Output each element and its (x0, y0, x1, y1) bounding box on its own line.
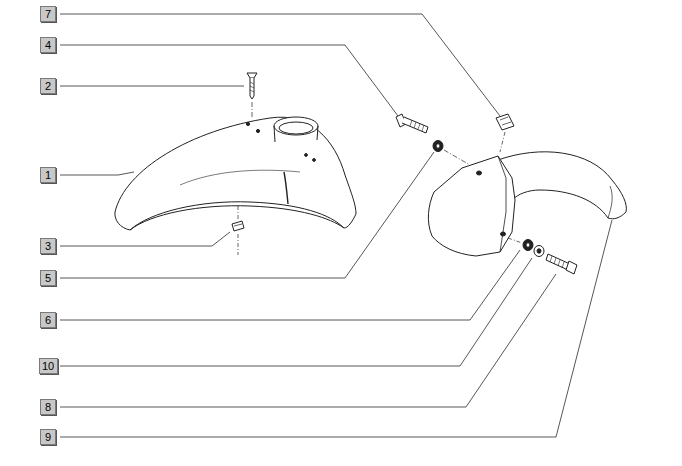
washer (534, 246, 544, 257)
bolt-shank (402, 117, 428, 133)
callout-text: 3 (45, 241, 51, 252)
callout-text: 1 (45, 170, 51, 181)
callout-number: 3 (40, 238, 56, 254)
callout-text: 9 (45, 432, 51, 443)
leader-line (60, 220, 612, 437)
washer (433, 141, 443, 152)
mudguard-bracket (428, 156, 515, 256)
mudguard (428, 152, 626, 256)
callout-text: 5 (45, 273, 51, 284)
screw-head (247, 73, 257, 78)
leader-line (60, 232, 230, 246)
callout-text: 7 (45, 9, 51, 20)
clip-body (232, 221, 244, 231)
clip-nut-body (496, 114, 514, 130)
fork-collar (274, 117, 318, 135)
callout-number: 7 (40, 6, 56, 22)
bolt-thread (550, 256, 564, 268)
screw (247, 73, 257, 118)
washer-hole (526, 243, 530, 247)
axis-line (444, 150, 470, 165)
leader-line (60, 45, 398, 116)
fender-body (115, 117, 356, 230)
callout-number: 2 (40, 78, 56, 94)
callout-number: 10 (39, 358, 58, 374)
hole (501, 232, 506, 236)
washer-body (433, 141, 443, 152)
leader-line (60, 274, 556, 407)
front-fender (115, 117, 356, 230)
bolt-thread (410, 120, 424, 131)
callout-number: 9 (40, 429, 56, 445)
bolt (396, 114, 428, 133)
fender-rim (130, 206, 344, 230)
callout-number: 8 (40, 399, 56, 415)
hole (313, 159, 316, 162)
leader-line (60, 86, 244, 87)
fork-collar-side (274, 126, 318, 142)
callout-text: 6 (45, 315, 51, 326)
fender-crease (180, 170, 300, 185)
screw-thread (250, 82, 254, 92)
bolt (546, 254, 577, 274)
leader-line (60, 14, 500, 116)
clip-edge (234, 224, 242, 226)
hole (305, 154, 308, 157)
bolt-head (566, 261, 577, 274)
mudguard-edge (608, 186, 612, 218)
hole (256, 129, 259, 132)
hole (246, 122, 249, 125)
leader-line (60, 172, 134, 175)
bracket-fold (498, 156, 506, 252)
callout-text: 10 (42, 361, 54, 372)
axis-line (508, 238, 522, 243)
axis-line (238, 234, 239, 255)
callout-number: 5 (40, 270, 56, 286)
washer-hole (537, 249, 541, 253)
clip-nut-edge (500, 117, 511, 125)
callout-number: 6 (40, 312, 56, 328)
fork-collar-inner (279, 122, 313, 134)
leader-line (60, 258, 532, 366)
washer (523, 240, 533, 251)
callout-number: 4 (40, 37, 56, 53)
screw-shank (250, 78, 254, 99)
fender-slot (284, 172, 288, 204)
axis-line (238, 206, 239, 219)
leader-line (60, 250, 520, 320)
axis-line (252, 102, 253, 118)
clip (232, 206, 244, 255)
callout-text: 2 (45, 81, 51, 92)
axis-line (500, 132, 505, 152)
callout-number: 1 (40, 167, 56, 183)
leader-lines (60, 14, 612, 437)
washer-hole (436, 144, 440, 148)
clip-nut (496, 114, 514, 152)
callout-text: 4 (45, 40, 51, 51)
hole (477, 171, 482, 175)
mudguard-arc (498, 152, 626, 219)
washer-body (523, 240, 533, 251)
callout-text: 8 (45, 402, 51, 413)
washer-body (534, 246, 544, 257)
